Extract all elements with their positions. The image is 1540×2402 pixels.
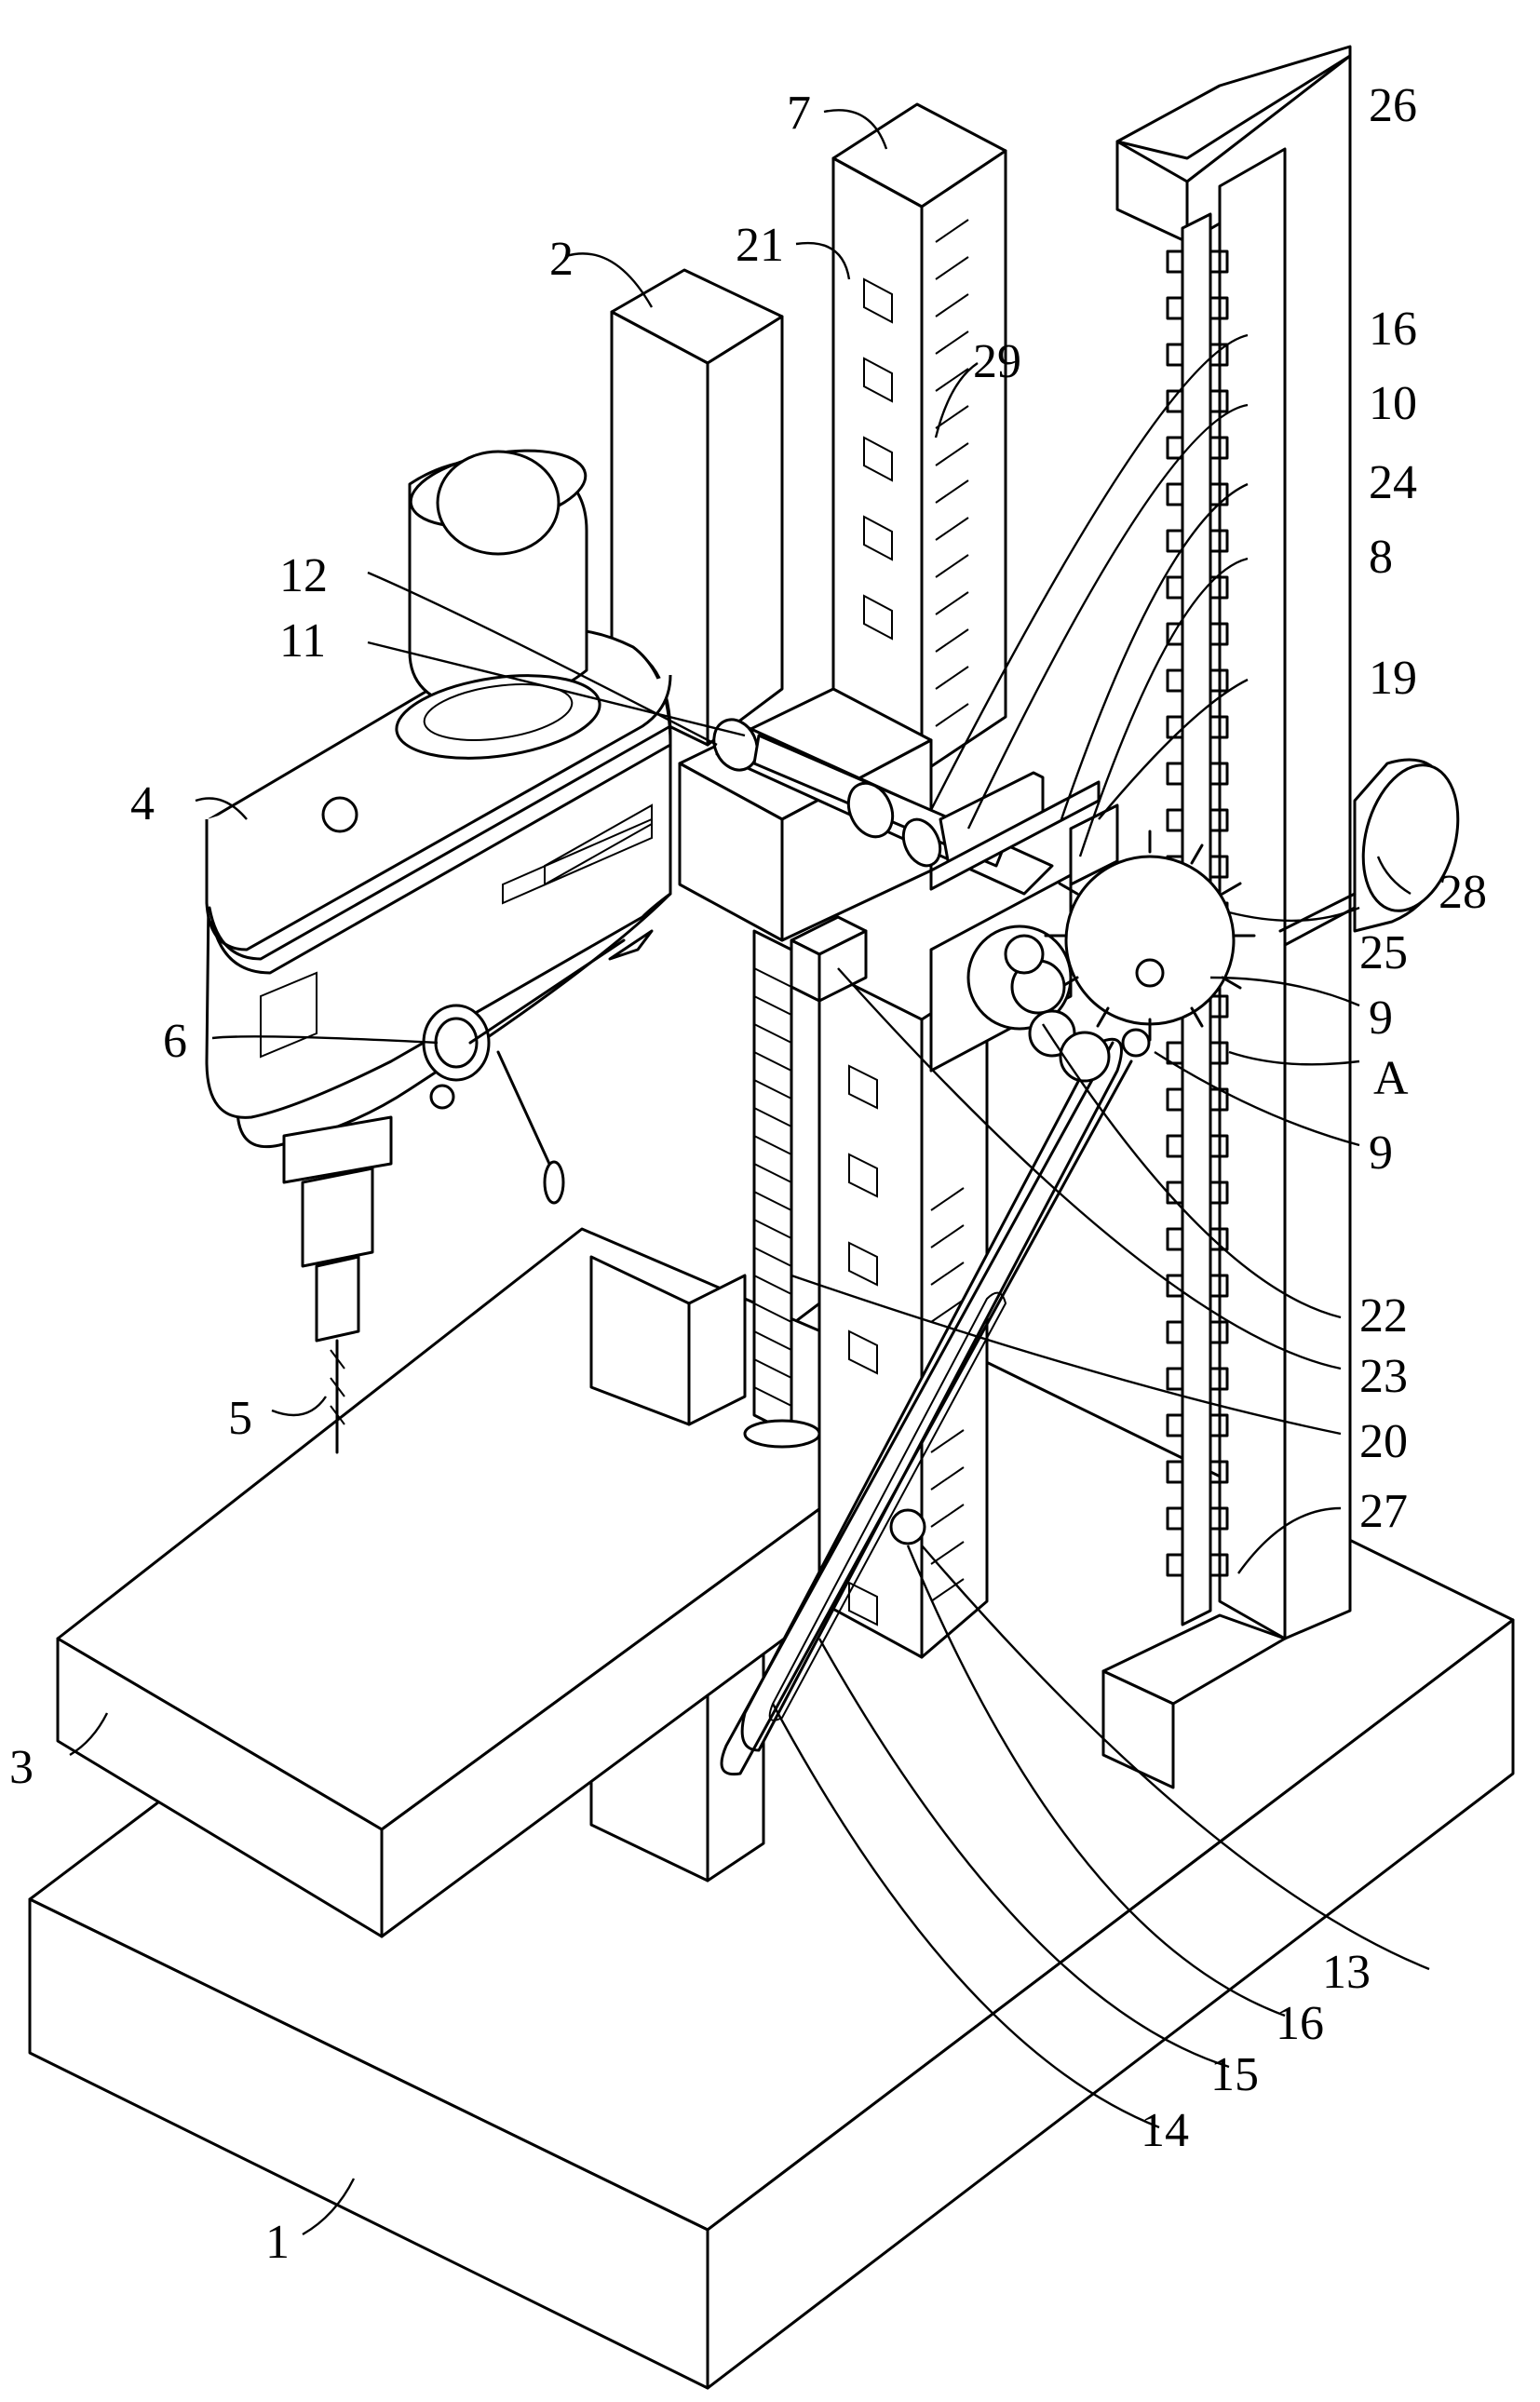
label-16-bottom: 16 bbox=[1276, 1997, 1324, 2050]
label-25: 25 bbox=[1359, 926, 1408, 979]
label-1: 1 bbox=[265, 2216, 290, 2269]
belt-drive bbox=[720, 1031, 1133, 1776]
label-6: 6 bbox=[163, 1015, 187, 1068]
label-5: 5 bbox=[228, 1392, 252, 1445]
reference-numerals: 2 7 21 29 26 16 10 24 8 19 12 11 4 28 25… bbox=[9, 79, 1487, 2269]
label-13: 13 bbox=[1322, 1946, 1371, 1999]
label-15: 15 bbox=[1210, 2048, 1259, 2101]
label-4: 4 bbox=[130, 777, 155, 830]
label-11: 11 bbox=[279, 614, 326, 668]
label-14: 14 bbox=[1141, 2104, 1189, 2157]
label-8: 8 bbox=[1369, 531, 1393, 584]
rack-20 bbox=[743, 929, 821, 1449]
spindle-chuck bbox=[282, 1115, 393, 1454]
column-7 bbox=[831, 102, 1007, 775]
label-29: 29 bbox=[973, 335, 1021, 388]
motor-28 bbox=[1278, 758, 1460, 947]
column-2 bbox=[610, 268, 784, 747]
feed-handle bbox=[422, 929, 654, 1205]
label-19: 19 bbox=[1369, 652, 1417, 705]
label-26: 26 bbox=[1369, 79, 1417, 132]
label-3: 3 bbox=[9, 1741, 34, 1794]
head-motor bbox=[395, 449, 601, 760]
label-A: A bbox=[1373, 1052, 1409, 1105]
lower-column bbox=[589, 1255, 747, 1426]
label-27: 27 bbox=[1359, 1485, 1408, 1538]
label-7: 7 bbox=[787, 87, 811, 140]
label-10: 10 bbox=[1369, 377, 1417, 430]
label-28: 28 bbox=[1439, 866, 1487, 919]
label-9-lower: 9 bbox=[1369, 1127, 1393, 1180]
label-21: 21 bbox=[736, 219, 784, 272]
label-12: 12 bbox=[279, 549, 328, 602]
label-22: 22 bbox=[1359, 1289, 1408, 1343]
carriage-block bbox=[678, 687, 933, 1003]
label-23: 23 bbox=[1359, 1350, 1408, 1403]
label-16-top: 16 bbox=[1369, 303, 1417, 356]
frame-26 bbox=[1101, 45, 1352, 1789]
label-24: 24 bbox=[1369, 456, 1417, 509]
leader-lines bbox=[69, 109, 1430, 2236]
label-2: 2 bbox=[549, 233, 574, 286]
slide-bracket bbox=[929, 771, 1119, 891]
sprocket-25 bbox=[1044, 830, 1256, 1058]
label-20: 20 bbox=[1359, 1415, 1408, 1468]
label-9-upper: 9 bbox=[1369, 992, 1393, 1045]
